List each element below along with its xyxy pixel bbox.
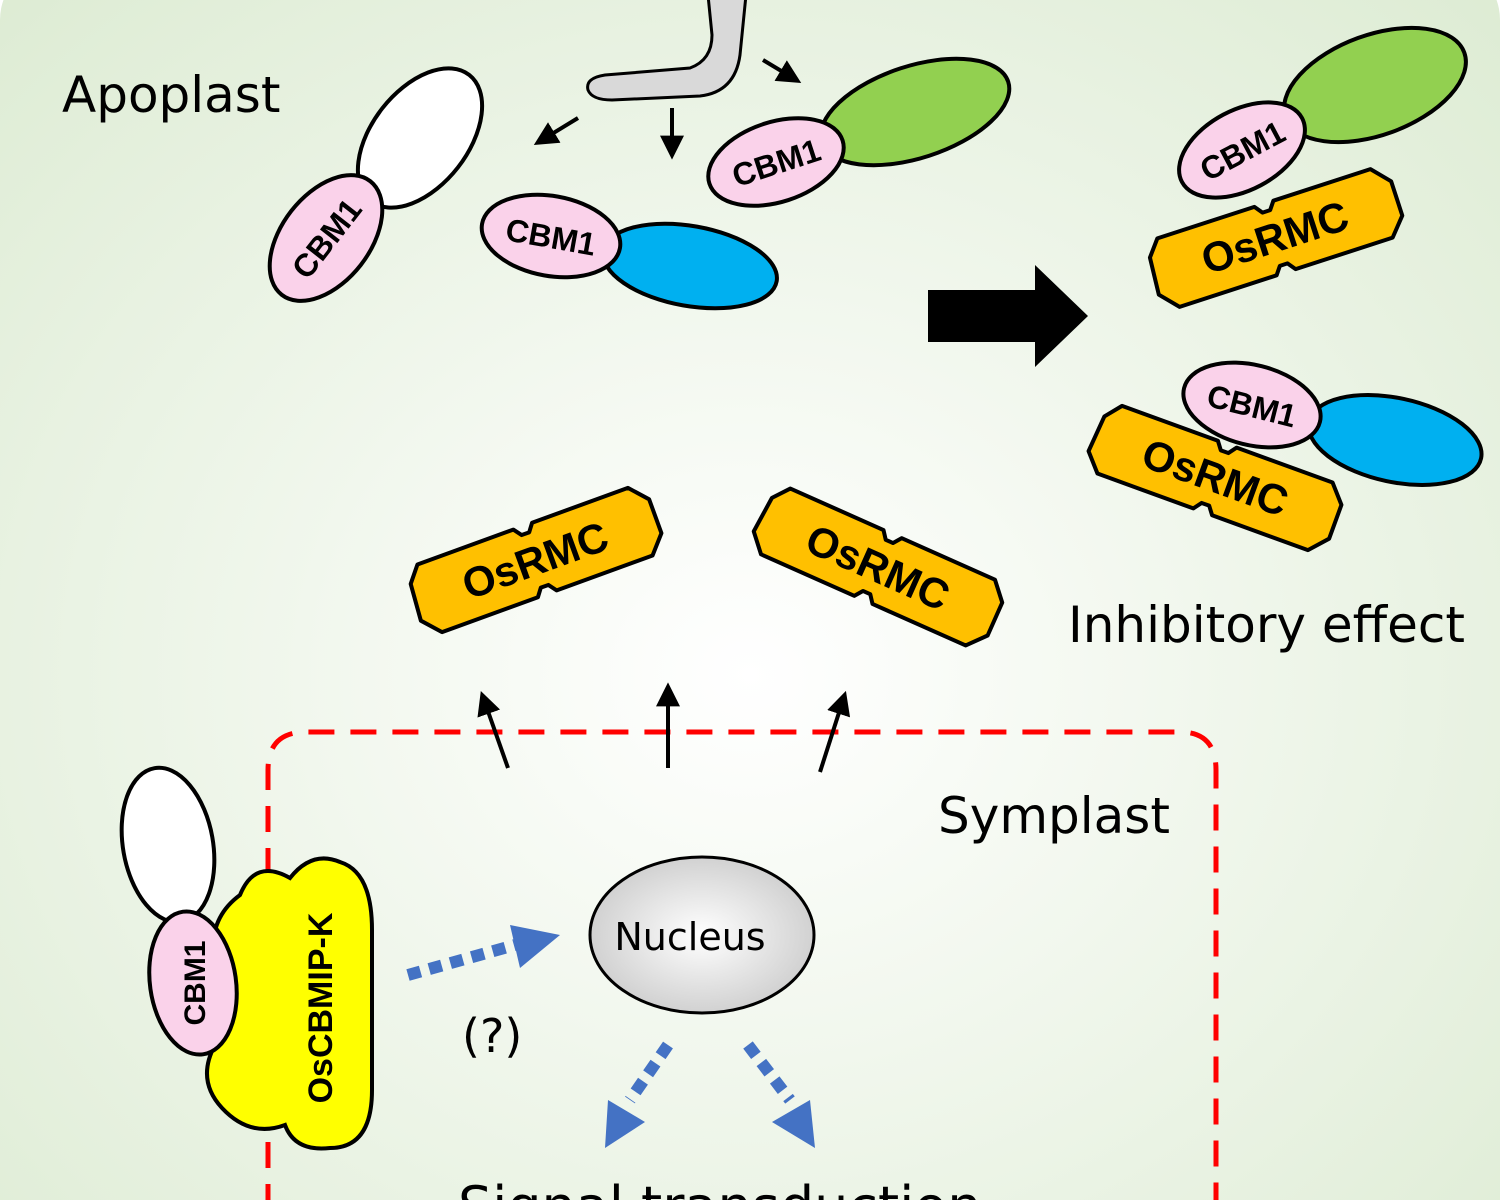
signal-arrows-downstream bbox=[605, 1041, 815, 1148]
question-label: (?) bbox=[462, 1009, 522, 1063]
oscbmip-k-receptor: OsCBMIP-K bbox=[204, 856, 374, 1151]
cbm1-domain bbox=[147, 909, 239, 1057]
cbm1-domain bbox=[267, 173, 385, 303]
receptor-bound-effector: CBM1 bbox=[119, 765, 239, 1057]
big-right-arrow bbox=[928, 265, 1088, 367]
signal-arrow-to-nucleus bbox=[406, 925, 560, 981]
green-effector: CBM1 bbox=[706, 56, 1012, 208]
arrow-to-green-effector bbox=[761, 58, 802, 83]
inhibitory-effect-label: Inhibitory effect bbox=[1068, 596, 1465, 654]
apoplast-label: Apoplast bbox=[62, 66, 280, 124]
oscbmip-k-label: OsCBMIP-K bbox=[302, 912, 340, 1103]
white-effector: CBM1 bbox=[267, 66, 485, 303]
cbm1-label: CBM1 bbox=[179, 940, 212, 1025]
cbm1-domain bbox=[1177, 100, 1307, 200]
fungal-hypha bbox=[586, 0, 748, 102]
blue-effector: CBM1 bbox=[479, 192, 779, 311]
signal-transduction-label: Signal transduction bbox=[458, 1175, 982, 1200]
secretion-arrows bbox=[533, 58, 802, 160]
cbm1-domain bbox=[1181, 360, 1323, 450]
export-arrows bbox=[477, 682, 851, 773]
nucleus: Nucleus bbox=[588, 855, 816, 1015]
export-arrow-left bbox=[477, 690, 510, 769]
symplast-label: Symplast bbox=[938, 787, 1170, 845]
cbm1-domain bbox=[706, 116, 846, 208]
export-arrow-right bbox=[818, 690, 851, 773]
arrow-to-white-effector bbox=[533, 116, 580, 146]
symplast-membrane bbox=[265, 729, 1219, 1200]
nucleus-label: Nucleus bbox=[614, 915, 765, 959]
cbm1-domain bbox=[479, 192, 623, 280]
